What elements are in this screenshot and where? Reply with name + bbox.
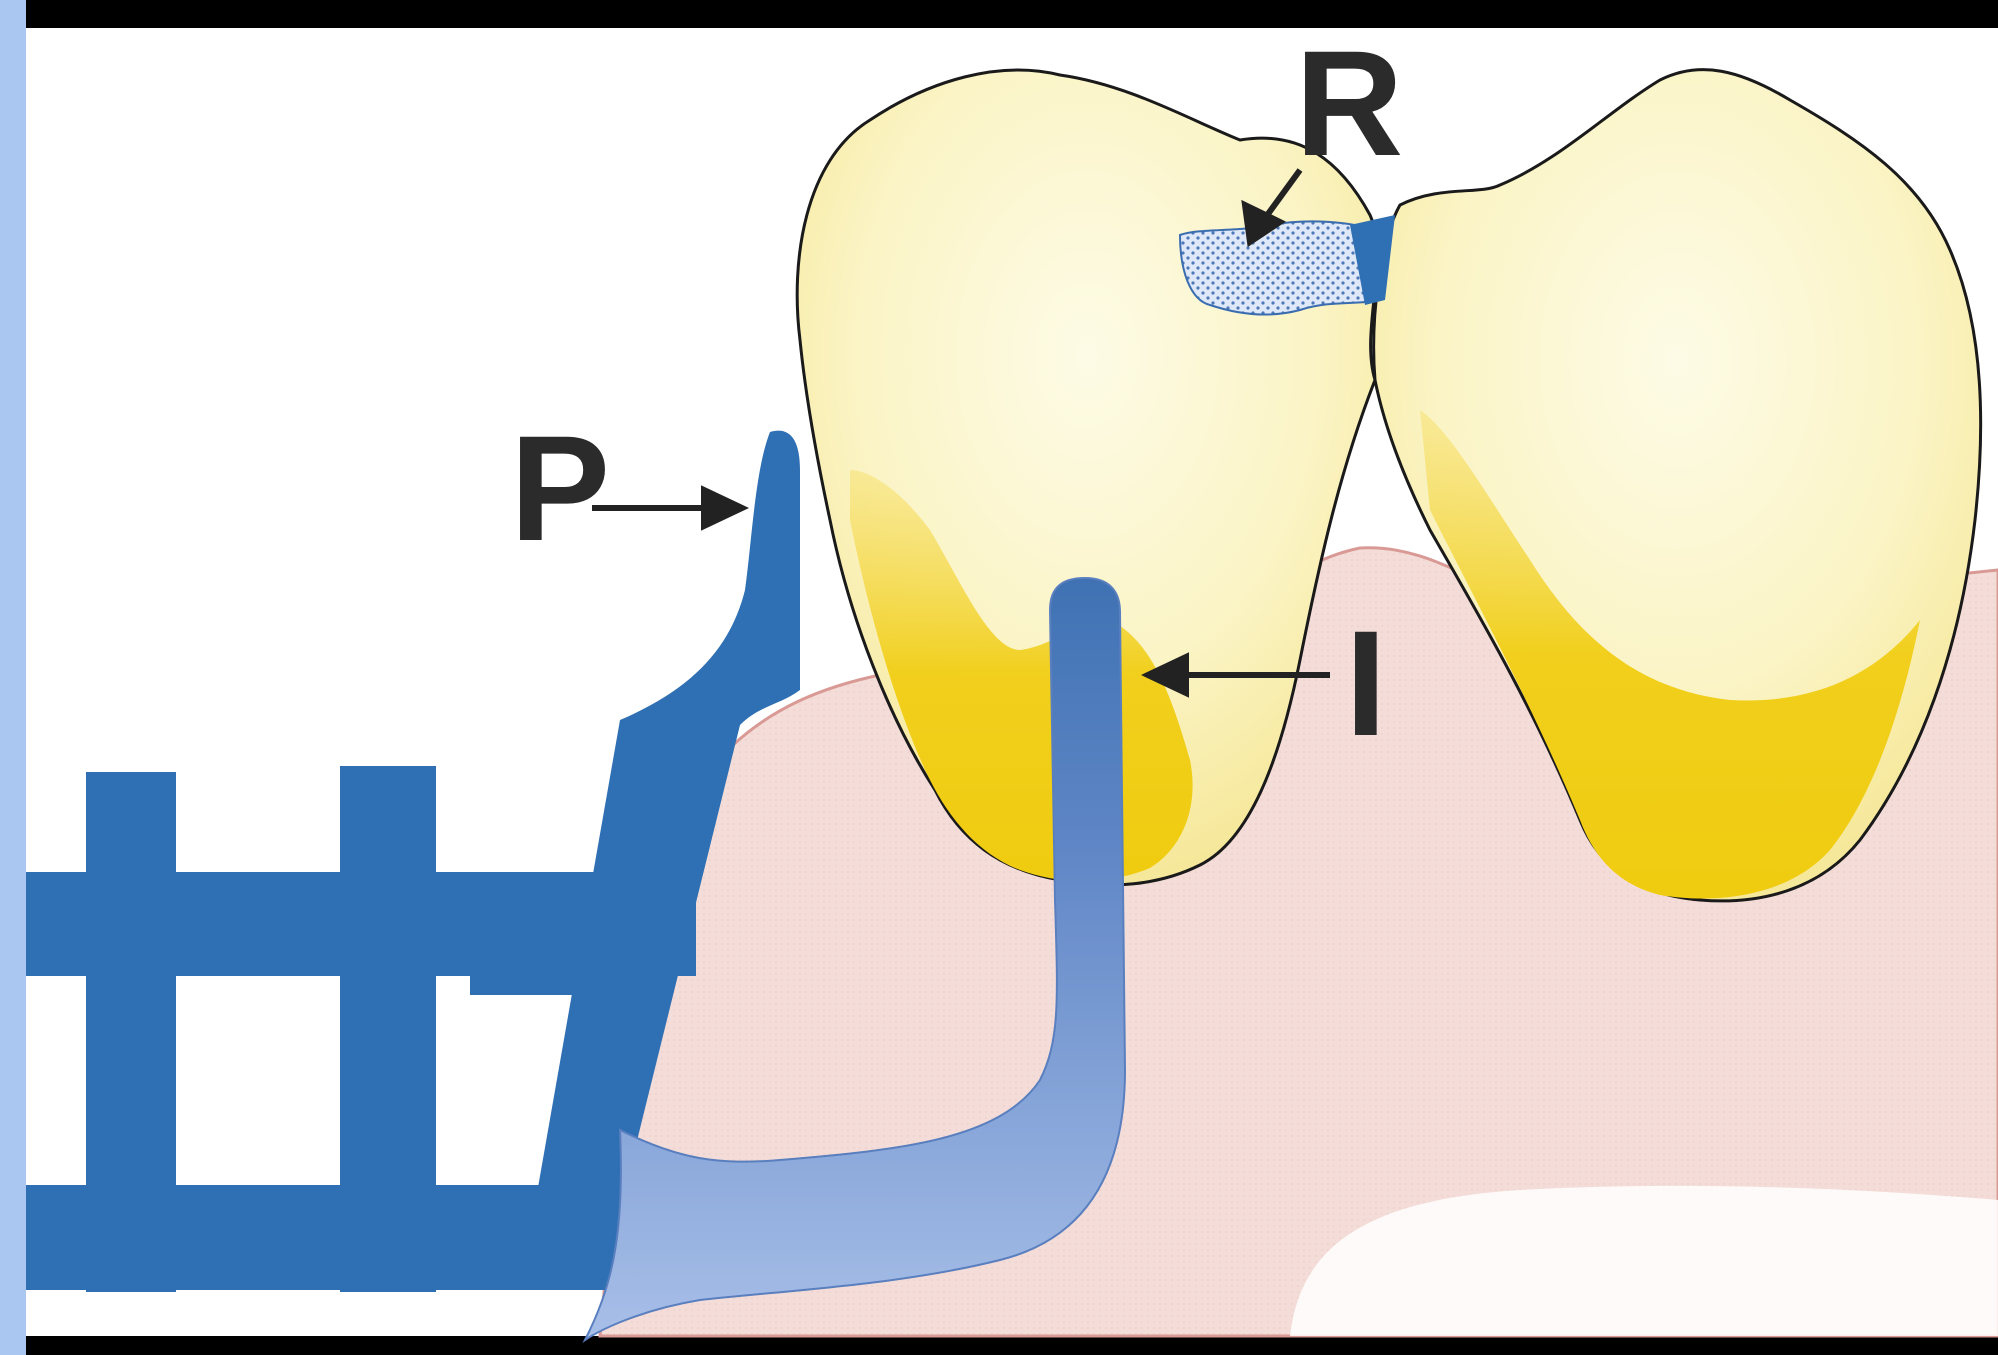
label-i: I — [1345, 599, 1387, 767]
left-border-strip — [0, 0, 26, 1355]
label-p: P — [510, 404, 610, 572]
restoration-r — [1180, 221, 1380, 314]
label-r: R — [1295, 19, 1403, 187]
